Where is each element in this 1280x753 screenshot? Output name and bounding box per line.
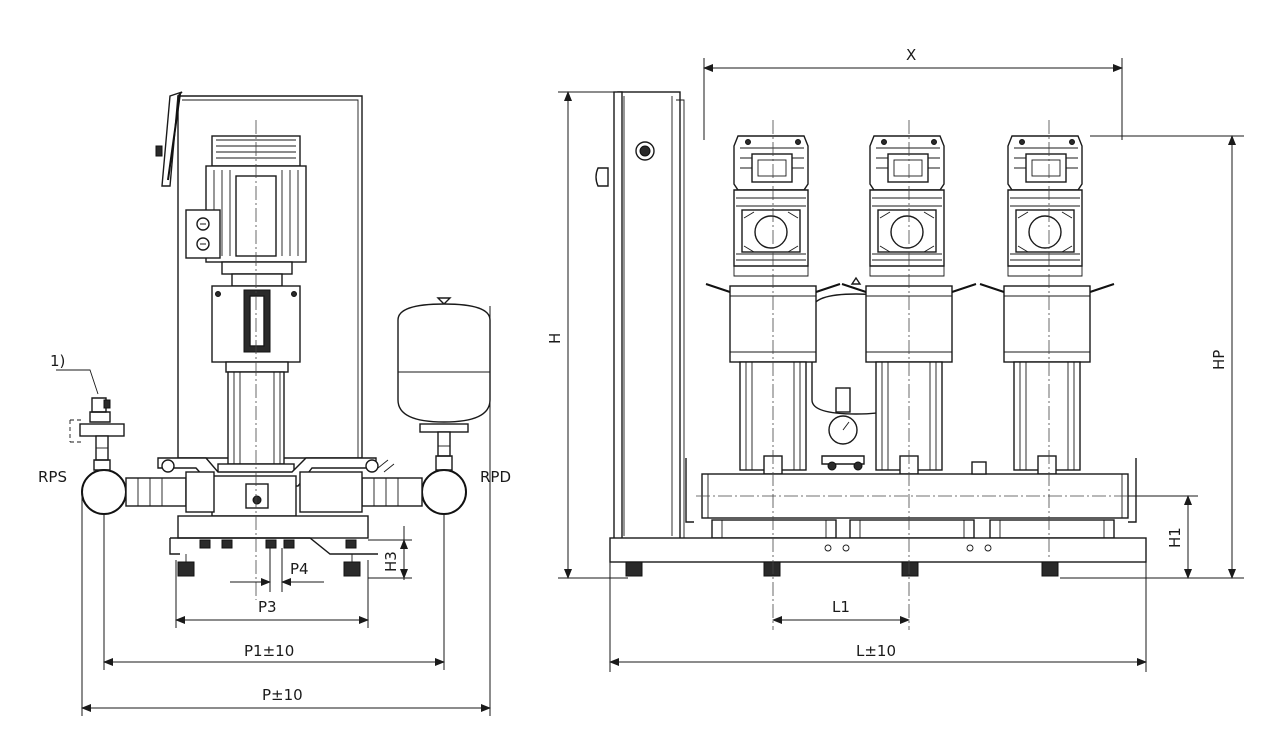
label-p1: P1±10 [244,642,294,660]
label-note-1: 1) [50,352,65,370]
label-rpd: RPD [480,468,511,486]
label-p: P±10 [262,686,303,704]
label-rps: RPS [38,468,67,486]
label-h1: H1 [1166,527,1184,548]
dimension-labels: 1) RPS RPD H3 P4 P3 P1±10 P±10 X H HP H1… [38,46,1228,704]
label-h: H [546,333,564,344]
label-p4: P4 [290,560,309,578]
label-l1: L1 [832,598,850,616]
side-view [56,91,491,716]
label-p3: P3 [258,598,277,616]
front-view [558,58,1244,672]
label-hp: HP [1210,350,1228,370]
label-l: L±10 [856,642,896,660]
label-x: X [906,46,916,64]
label-h3: H3 [382,551,400,572]
